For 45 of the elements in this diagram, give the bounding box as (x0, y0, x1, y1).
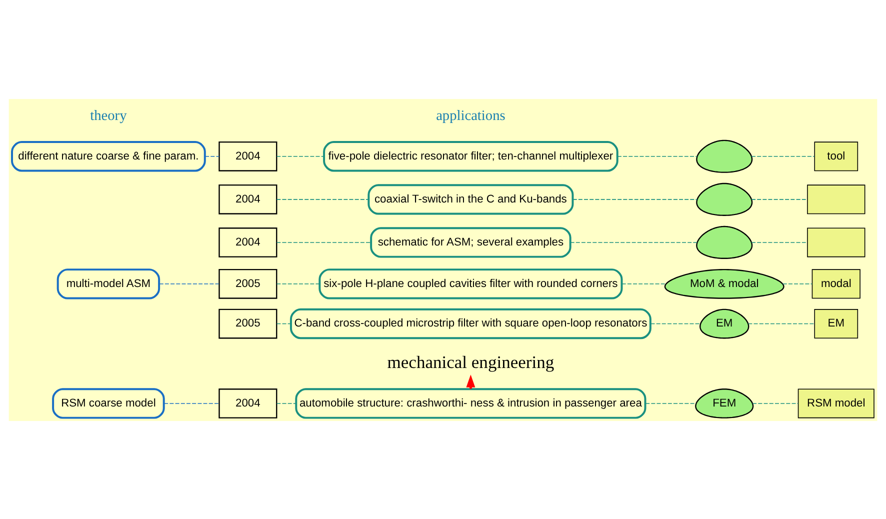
node-box: five-pole dielectric resonator filter; ten-channel multiplexer (323, 140, 618, 172)
node-text: mechanical engineering (387, 352, 554, 372)
connector (164, 402, 220, 404)
connector (617, 155, 698, 156)
node-box: 2005 (218, 308, 278, 338)
node-box (807, 227, 866, 257)
label: theory (90, 108, 127, 124)
node-cloud (696, 139, 753, 172)
node-cloud (696, 182, 753, 216)
node-box: 2005 (218, 268, 278, 298)
node-box: EM (814, 308, 858, 338)
connector (276, 322, 292, 324)
connector (751, 155, 815, 156)
connector (621, 283, 666, 284)
connector (748, 322, 815, 324)
node-box: coaxial T-switch in the C and Ku-bands (368, 184, 574, 214)
connector (276, 402, 296, 404)
node-box: different nature coarse & fine param. (11, 140, 206, 172)
connector (751, 198, 808, 200)
node-box: 2004 (218, 140, 278, 171)
connector (276, 155, 324, 156)
connector (752, 402, 799, 404)
connector (572, 198, 698, 200)
node-box: 2004 (218, 388, 278, 418)
node-box (807, 184, 866, 214)
node-box: 2004 (218, 184, 278, 214)
node-box: RSM model (798, 388, 874, 418)
connector (650, 322, 701, 324)
node-box: 2004 (218, 227, 278, 257)
label: applications (436, 108, 506, 124)
connector (204, 155, 220, 156)
node-box: automobile structure: crashworthi- ness & intrusion in passenger area (295, 388, 646, 418)
node-box: six-pole H-plane coupled cavities filter with rounded corners (318, 268, 623, 299)
connector (276, 198, 369, 200)
node-box: tool (814, 141, 858, 171)
node-box: multi-model ASM (56, 268, 160, 299)
node-box: RSM coarse model (52, 388, 165, 418)
connector (645, 402, 696, 404)
node-box: schematic for ASM; several examples (370, 226, 572, 258)
node-box: C-band cross-coupled microstrip filter with square open-loop resonators (290, 308, 652, 339)
connector (276, 283, 320, 284)
node-cloud (696, 225, 753, 258)
connector (782, 283, 813, 284)
node-box: modal (812, 268, 860, 298)
connector (159, 283, 220, 284)
